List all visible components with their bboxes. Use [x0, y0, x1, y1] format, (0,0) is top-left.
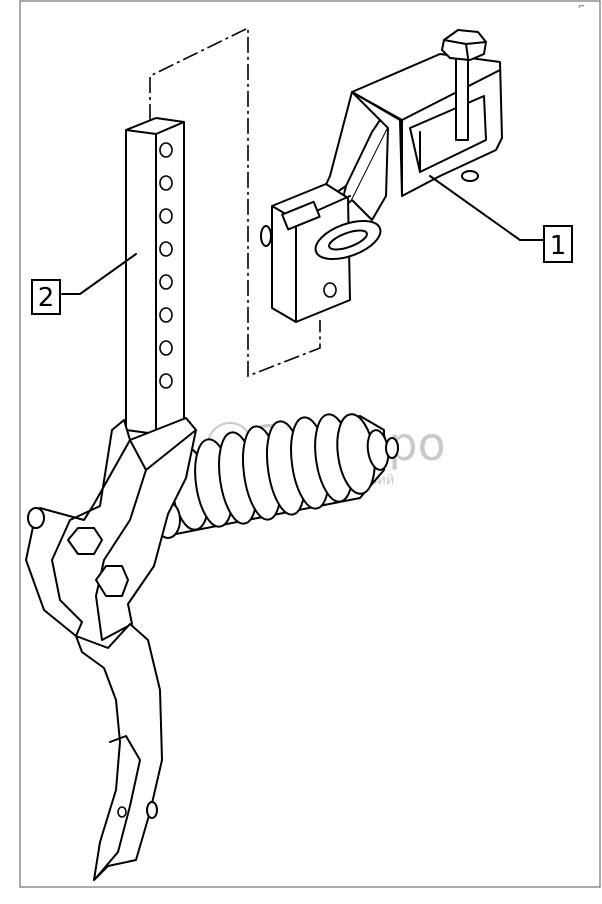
drawing-frame [19, 0, 601, 888]
coil-spring [155, 413, 399, 539]
callout-2: 2 [31, 253, 137, 315]
bolt-head-icon [441, 29, 487, 61]
tine-assembly [25, 417, 197, 881]
callout-1-number: 1 [550, 231, 567, 261]
callout-1: 1 [429, 175, 573, 263]
shank [125, 117, 185, 435]
adjustment-holes [159, 142, 173, 389]
corner-mark: ⌐ [578, 2, 585, 11]
pivot-nut-icon [67, 527, 103, 555]
mounting-bracket [260, 29, 503, 323]
clamp-nut-icon [95, 565, 129, 597]
callout-2-number: 2 [38, 283, 55, 313]
assembly-line [149, 26, 321, 378]
